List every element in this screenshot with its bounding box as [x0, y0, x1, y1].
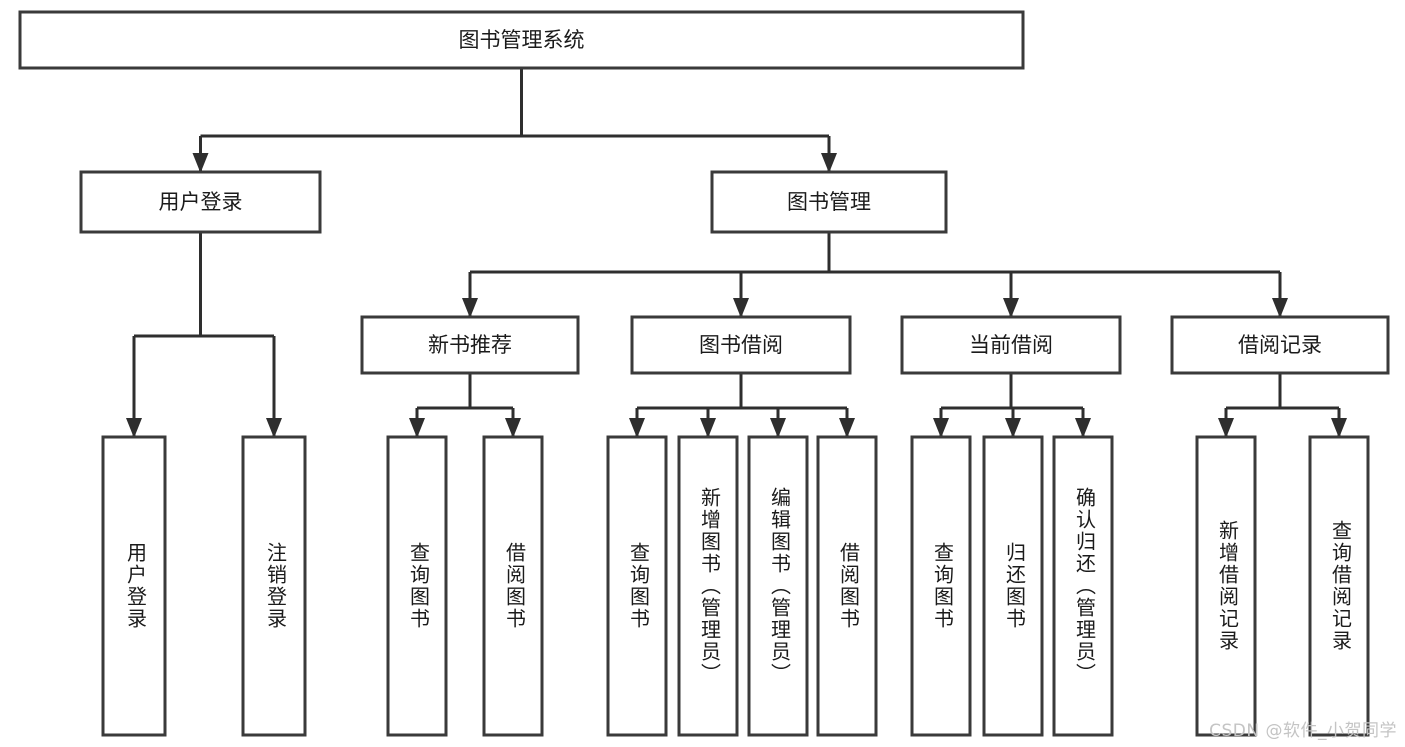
node-label-leaf-query-record: 查询借阅记录	[1329, 520, 1353, 652]
node-box-book-borrow	[630, 315, 852, 375]
node-label-leaf-edit-book: 编辑图书（管理员）	[768, 487, 792, 685]
node-label-book-borrow: 图书借阅	[699, 333, 783, 357]
node-label-leaf-add-book: 新增图书（管理员）	[698, 487, 722, 685]
node-leaf-return-book[interactable]: 归还图书	[982, 435, 1044, 737]
node-root[interactable]: 图书管理系统	[18, 10, 1025, 70]
node-leaf-add-book[interactable]: 新增图书（管理员）	[677, 435, 739, 737]
node-box-new-book-recommend	[360, 315, 580, 375]
node-label-leaf-query-book-2: 查询图书	[627, 542, 651, 630]
node-label-leaf-query-book-1: 查询图书	[407, 542, 431, 630]
node-box-current-borrow	[900, 315, 1122, 375]
node-box-root	[18, 10, 1025, 70]
node-box-leaf-query-book-1	[386, 435, 448, 737]
csdn-watermark: CSDN @软件_小贺同学	[1209, 721, 1397, 741]
arrow-head-icon	[409, 418, 425, 438]
arrow-head-icon	[1272, 298, 1288, 318]
node-label-borrow-record: 借阅记录	[1238, 333, 1322, 357]
node-leaf-user-logout[interactable]: 注销登录	[241, 435, 307, 737]
node-box-leaf-user-login	[101, 435, 167, 737]
node-label-new-book-recommend: 新书推荐	[428, 333, 512, 357]
arrow-head-icon	[462, 298, 478, 318]
node-label-leaf-return-book: 归还图书	[1003, 542, 1027, 630]
node-box-leaf-borrow-book-1	[482, 435, 544, 737]
node-box-leaf-query-record	[1308, 435, 1370, 737]
arrow-head-icon	[126, 418, 142, 438]
node-leaf-query-book-2[interactable]: 查询图书	[606, 435, 668, 737]
arrow-head-icon	[505, 418, 521, 438]
node-user-login[interactable]: 用户登录	[79, 170, 322, 234]
node-new-book-recommend[interactable]: 新书推荐	[360, 315, 580, 375]
node-label-leaf-user-login: 用户登录	[124, 542, 148, 630]
arrow-head-icon	[192, 153, 209, 173]
node-leaf-query-book-1[interactable]: 查询图书	[386, 435, 448, 737]
node-label-leaf-borrow-book-2: 借阅图书	[837, 542, 861, 630]
arrow-head-icon	[933, 418, 949, 438]
node-leaf-user-login[interactable]: 用户登录	[101, 435, 167, 737]
node-box-leaf-add-record	[1195, 435, 1257, 737]
node-current-borrow[interactable]: 当前借阅	[900, 315, 1122, 375]
node-leaf-query-record[interactable]: 查询借阅记录	[1308, 435, 1370, 737]
arrow-head-icon	[1005, 418, 1021, 438]
node-box-leaf-borrow-book-2	[816, 435, 878, 737]
arrow-head-icon	[1003, 298, 1019, 318]
arrow-head-icon	[700, 418, 716, 438]
node-box-user-login	[79, 170, 322, 234]
connector-layer	[126, 68, 1347, 438]
node-book-manage[interactable]: 图书管理	[710, 170, 948, 234]
arrow-head-icon	[629, 418, 645, 438]
node-leaf-borrow-book-2[interactable]: 借阅图书	[816, 435, 878, 737]
node-borrow-record[interactable]: 借阅记录	[1170, 315, 1390, 375]
arrow-head-icon	[821, 153, 837, 173]
node-label-leaf-user-logout: 注销登录	[264, 542, 288, 630]
node-layer: 图书管理系统用户登录图书管理新书推荐图书借阅当前借阅借阅记录用户登录注销登录查询…	[18, 10, 1390, 737]
node-box-leaf-query-book-2	[606, 435, 668, 737]
node-box-leaf-return-book	[982, 435, 1044, 737]
node-label-book-manage: 图书管理	[787, 190, 871, 214]
node-box-leaf-user-logout	[241, 435, 307, 737]
node-box-leaf-edit-book	[747, 435, 809, 737]
arrow-head-icon	[1075, 418, 1091, 438]
node-box-leaf-confirm-return	[1052, 435, 1114, 737]
node-leaf-borrow-book-1[interactable]: 借阅图书	[482, 435, 544, 737]
node-label-leaf-query-book-3: 查询图书	[931, 542, 955, 630]
node-box-leaf-query-book-3	[910, 435, 972, 737]
node-book-borrow[interactable]: 图书借阅	[630, 315, 852, 375]
node-label-root: 图书管理系统	[459, 28, 585, 52]
node-label-leaf-add-record: 新增借阅记录	[1216, 520, 1240, 652]
arrow-head-icon	[839, 418, 855, 438]
node-label-leaf-confirm-return: 确认归还（管理员）	[1073, 487, 1097, 685]
node-box-borrow-record	[1170, 315, 1390, 375]
node-leaf-edit-book[interactable]: 编辑图书（管理员）	[747, 435, 809, 737]
node-leaf-confirm-return[interactable]: 确认归还（管理员）	[1052, 435, 1114, 737]
arrow-head-icon	[733, 298, 749, 318]
node-leaf-add-record[interactable]: 新增借阅记录	[1195, 435, 1257, 737]
node-label-leaf-borrow-book-1: 借阅图书	[503, 542, 527, 630]
arrow-head-icon	[266, 418, 282, 438]
arrow-head-icon	[1331, 418, 1347, 438]
arrow-head-icon	[1218, 418, 1234, 438]
node-label-user-login: 用户登录	[159, 190, 243, 214]
node-label-current-borrow: 当前借阅	[969, 333, 1053, 357]
arrow-head-icon	[770, 418, 786, 438]
node-box-book-manage	[710, 170, 948, 234]
node-box-leaf-add-book	[677, 435, 739, 737]
node-leaf-query-book-3[interactable]: 查询图书	[910, 435, 972, 737]
